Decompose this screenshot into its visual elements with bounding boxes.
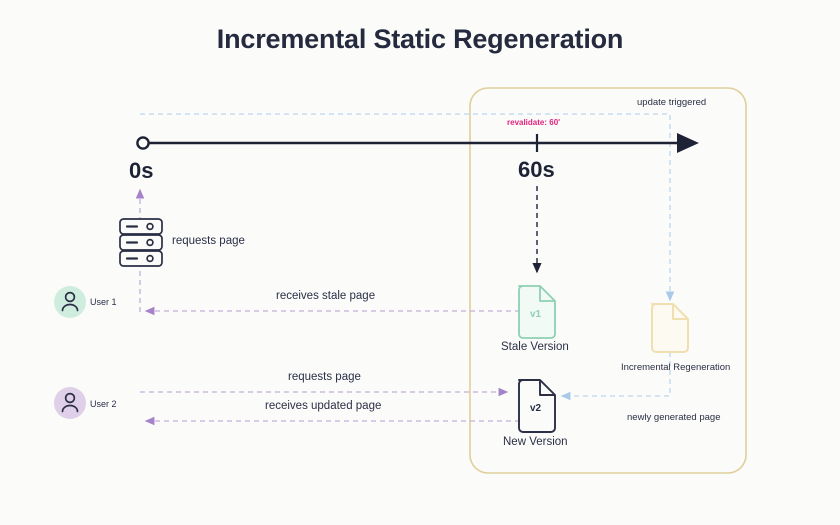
avatar-user-2	[54, 387, 86, 419]
file-icon-incremental-regeneration	[651, 303, 689, 353]
avatar-user-1	[54, 286, 86, 318]
server-icon	[119, 218, 163, 267]
new-version-caption: New Version	[503, 436, 568, 448]
regeneration-container	[469, 87, 747, 474]
user1-receive-label: receives stale page	[276, 290, 376, 302]
file-icon-stale-version	[518, 285, 556, 339]
revalidate-label: revalidate: 60'	[507, 118, 561, 127]
file-icon-new-version	[518, 379, 556, 433]
timeline-start-label: 0s	[129, 158, 154, 183]
update-triggered-label: update triggered	[637, 97, 707, 108]
user2-receive-label: receives updated page	[265, 400, 382, 412]
stale-version-caption: Stale Version	[501, 341, 569, 353]
page-title: Incremental Static Regeneration	[216, 24, 624, 54]
timeline-tick-label: 60s	[518, 157, 555, 182]
incremental-regeneration-caption: Incremental Regeneration	[621, 362, 731, 373]
user2-request-label: requests page	[288, 371, 361, 383]
server-request-label: requests page	[172, 235, 245, 247]
user-1-name: User 1	[90, 297, 117, 307]
newly-generated-page-label: newly generated page	[627, 412, 721, 423]
newly-generated-path	[560, 352, 671, 401]
timeline-start-dot	[136, 136, 150, 150]
stale-version-tag: v1	[530, 309, 542, 320]
new-version-tag: v2	[530, 403, 542, 414]
user-2-name: User 2	[90, 399, 117, 409]
